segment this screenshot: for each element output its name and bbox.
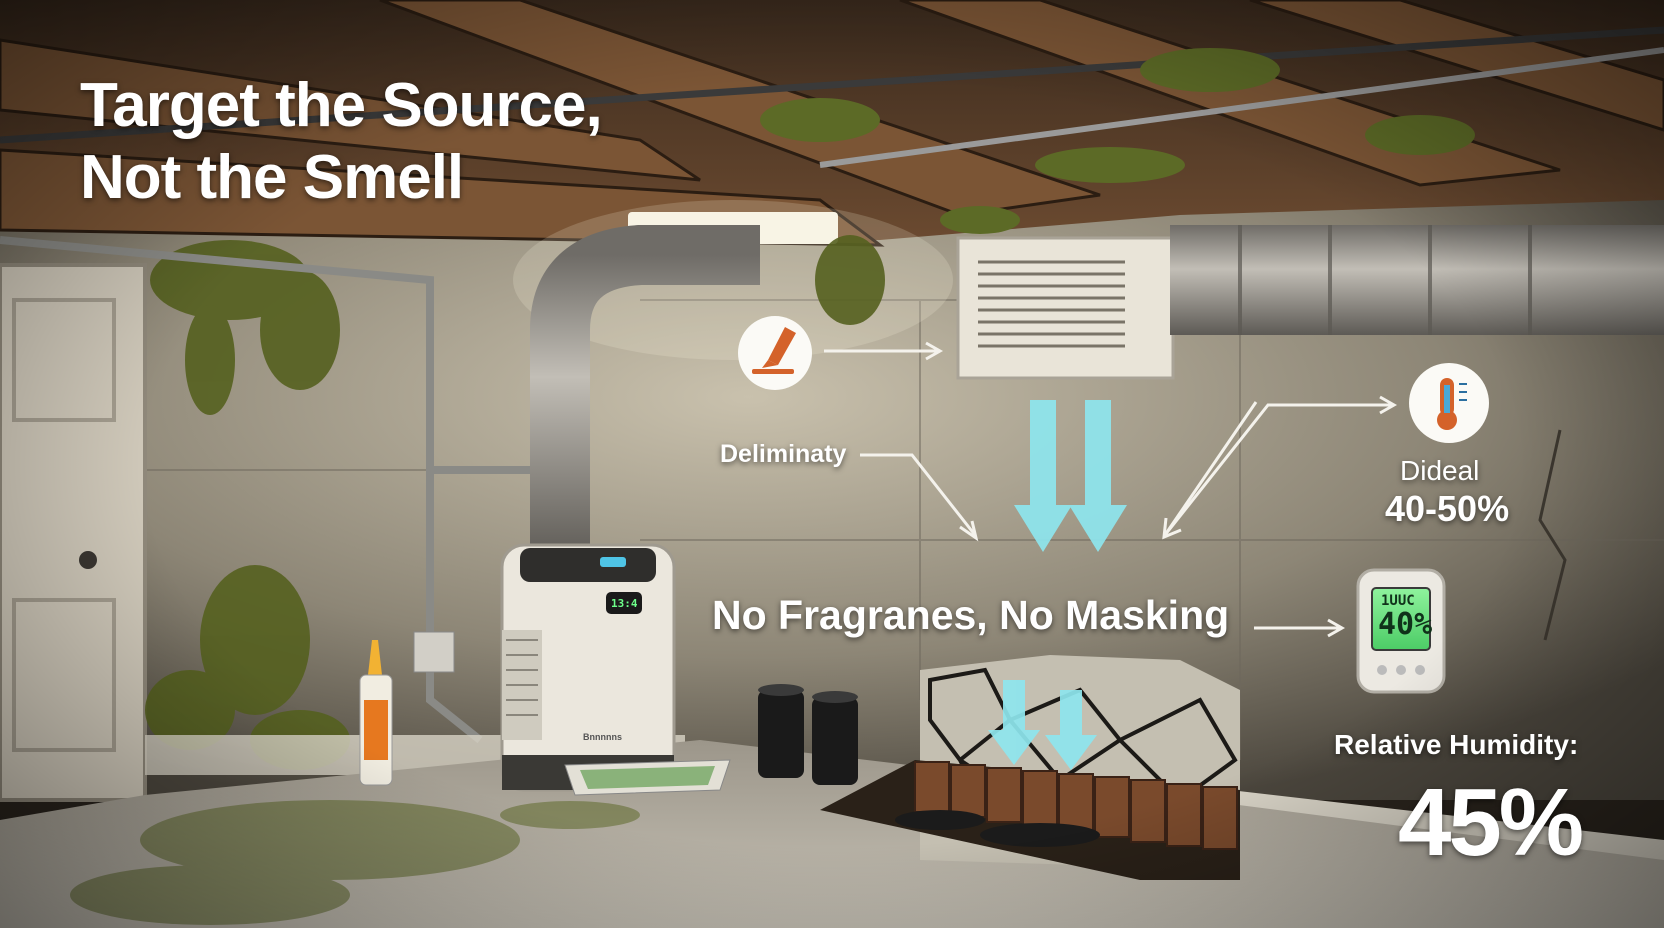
dehumidifier-brand: Bnnnnns [583,732,622,742]
hygrometer-top-readout: 1UUC [1381,593,1415,609]
relative-humidity-value: 45% [1398,769,1584,876]
headline-line-2: Not the Smell [80,143,464,212]
headline-line-1: Target the Source, [80,71,603,140]
dehumidifier-display: 13:4 [611,597,638,610]
relative-humidity-label: Relative Humidity: [1334,729,1579,760]
left-annotation-label: Deliminaty [720,440,847,468]
center-annotation: No Fragranes, No Masking [712,592,1230,638]
ideal-label: Dideal [1400,455,1480,486]
ideal-range: 40-50% [1385,488,1510,529]
hygrometer-reading: 40% [1378,607,1433,642]
headline: Target the Source, Not the Smell [80,70,603,214]
